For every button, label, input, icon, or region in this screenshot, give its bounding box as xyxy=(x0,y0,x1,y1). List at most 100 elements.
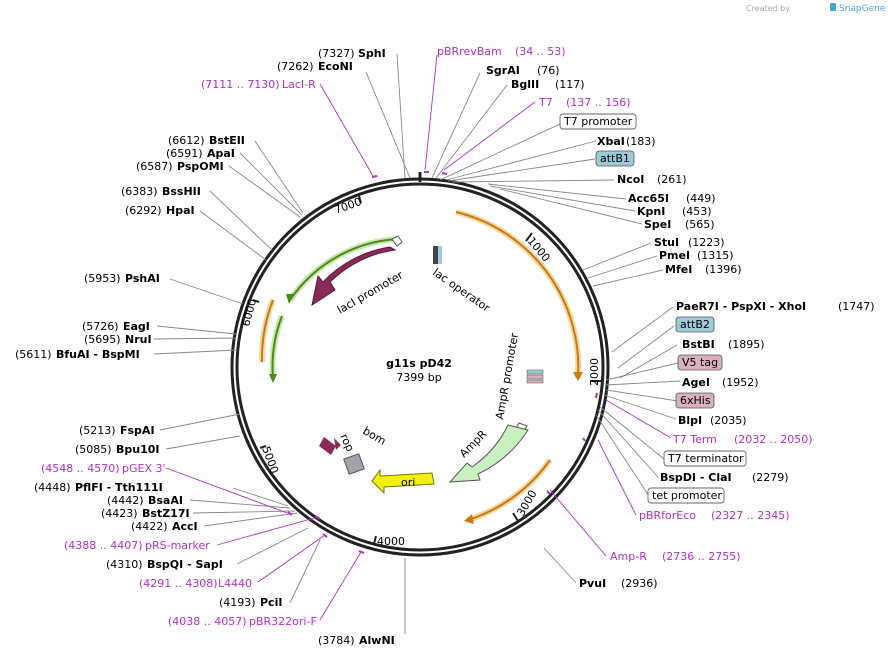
tick-4000-label: 4000 xyxy=(377,535,405,548)
primer-leader xyxy=(319,551,362,621)
attb2-label: attB2 xyxy=(680,318,710,331)
site-pos: (5695) xyxy=(84,333,121,346)
site-pos: (1952) xyxy=(722,376,759,389)
site-pos: (261) xyxy=(657,173,687,186)
leader-line xyxy=(605,362,679,381)
primer-tick xyxy=(287,511,293,516)
leader-line xyxy=(543,547,577,584)
snapgene-brand: Created by SnapGene xyxy=(746,3,886,14)
site-pos: (1315) xyxy=(697,249,734,262)
primer-name: LacI-R xyxy=(282,78,316,91)
v5-tag-label: V5 tag xyxy=(682,356,718,369)
primer-tick xyxy=(358,550,365,554)
primer-tick xyxy=(315,515,321,520)
attb1-box xyxy=(595,150,635,167)
lac-operator-label: lac operator xyxy=(430,266,492,315)
leader-lines xyxy=(153,53,681,634)
green-arc-outer xyxy=(289,238,399,301)
site-name: BstZ17I xyxy=(142,507,190,520)
primer-range: (34 .. 53) xyxy=(515,45,566,58)
site-pos: (4193) xyxy=(219,596,256,609)
site-name: HpaI xyxy=(166,204,195,217)
primer-name: T7 Term xyxy=(672,433,717,446)
tet-promoter-label: tet promoter xyxy=(652,489,722,502)
leader-line xyxy=(445,140,597,181)
site-name: NcoI xyxy=(617,173,644,186)
attb2-box xyxy=(675,316,715,333)
leader-line xyxy=(153,337,237,340)
primer-leader xyxy=(216,516,319,546)
site-name: PspOMI xyxy=(177,160,224,173)
tick-mark xyxy=(252,299,260,303)
primer-name: pBRrevBam xyxy=(437,45,502,58)
site-pos: (449) xyxy=(686,192,716,205)
primer-leader xyxy=(605,399,672,439)
primer-range: (4388 .. 4407) xyxy=(64,539,143,552)
arrowhead-icon xyxy=(464,514,474,524)
plasmid-size: 7399 bp xyxy=(396,371,441,384)
site-name: BlpI xyxy=(678,414,702,427)
plasmid-name: g11s pD42 xyxy=(386,357,452,370)
leader-line xyxy=(156,325,237,335)
site-pos: (4422) xyxy=(131,520,168,533)
site-pos: (6292) xyxy=(125,204,162,217)
site-pos: (1747) xyxy=(838,300,875,313)
arrowhead-icon xyxy=(269,374,277,383)
site-name: SphI xyxy=(358,47,386,60)
leader-line xyxy=(169,278,244,305)
site-name: PmeI xyxy=(659,249,690,262)
site-pos: (7262) xyxy=(277,60,314,73)
site-name: PciI xyxy=(260,596,282,609)
site-pos: (5726) xyxy=(82,320,119,333)
primer-leader xyxy=(424,54,438,171)
leader-line xyxy=(599,406,665,460)
site-name: EagI xyxy=(123,320,150,333)
site-pos: (117) xyxy=(555,78,585,91)
primer-name: pBR322ori-F xyxy=(249,615,317,628)
site-name: PvuI xyxy=(579,577,606,590)
site-pos: (1396) xyxy=(705,263,742,276)
ampr-promoter-label: AmpR promoter xyxy=(493,332,521,421)
site-pos: (4448) xyxy=(34,481,71,494)
primer-tick xyxy=(441,172,448,175)
ori-arrow xyxy=(371,468,435,495)
orange-arc-left xyxy=(260,299,274,363)
site-name: BssHII xyxy=(162,185,201,198)
site-pos: (2279) xyxy=(752,471,789,484)
leader-line xyxy=(605,380,681,386)
v5-marker xyxy=(526,374,544,380)
primer-tick xyxy=(595,392,598,399)
site-pos: (4310) xyxy=(106,558,143,571)
site-pos: (1895) xyxy=(728,338,765,351)
primer-range: (7111 .. 7130) xyxy=(201,78,280,91)
primer-range: (4038 .. 4057) xyxy=(168,615,247,628)
site-name: PaeR7I - PspXI - XhoI xyxy=(676,300,806,313)
primer-name: L4440 xyxy=(218,577,252,590)
arrowhead-icon xyxy=(286,294,294,304)
leader-line xyxy=(582,242,652,271)
leader-line xyxy=(159,413,241,431)
site-name: BspDI - ClaI xyxy=(660,471,732,484)
sites-left: (6612) BstEII (6591) ApaI (6587) PspOMI … xyxy=(15,134,245,571)
leader-line xyxy=(289,539,321,604)
feature-boxes: T7 promoter attB1 attB2 V5 tag 6xHis T7 … xyxy=(559,113,747,504)
primer-name: pBRforEco xyxy=(639,509,696,522)
site-name: PflFI - Tth111I xyxy=(75,481,163,494)
brand-name: SnapGene xyxy=(839,4,886,14)
ampr-gene-arrow xyxy=(448,424,529,483)
laci-gene-arrow xyxy=(311,246,397,307)
t7-terminator-box xyxy=(663,450,747,467)
backbone-inner xyxy=(235,182,605,552)
primer-leader xyxy=(597,439,637,516)
site-pos: (6383) xyxy=(121,185,158,198)
t7-promoter-box xyxy=(559,113,637,130)
site-name: BspQI - SapI xyxy=(147,558,223,571)
leader-line xyxy=(592,269,664,287)
site-pos: (2936) xyxy=(621,577,658,590)
leader-line xyxy=(228,165,301,218)
primers: pBRrevBam (34 .. 53) T7 (137 .. 156) (71… xyxy=(41,45,813,628)
leader-line xyxy=(603,394,677,420)
lac-operator-marker xyxy=(433,246,439,264)
site-name: NruI xyxy=(125,333,152,346)
